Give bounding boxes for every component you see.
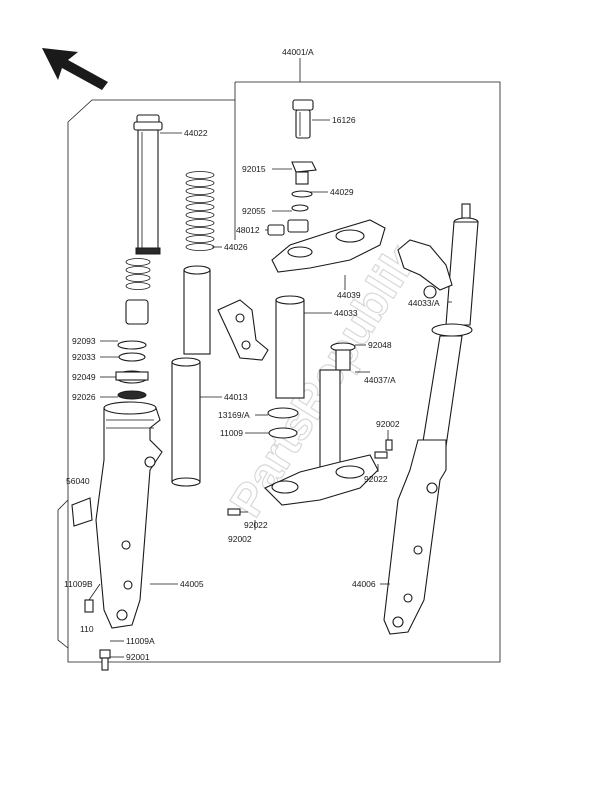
label-92022a: 92022 — [364, 474, 388, 484]
label-92049: 92049 — [72, 372, 96, 382]
label-13169A: 13169/A — [218, 410, 250, 420]
label-44013: 44013 — [224, 392, 248, 402]
label-92001: 92001 — [126, 652, 150, 662]
label-110: 110 — [80, 624, 94, 634]
left-fork-parts — [71, 114, 163, 671]
label-92033: 92033 — [72, 352, 96, 362]
leader-lines — [88, 119, 452, 658]
label-92015: 92015 — [242, 164, 266, 174]
label-92055: 92055 — [242, 206, 266, 216]
label-92002b: 92002 — [228, 534, 252, 544]
label-44022: 44022 — [184, 128, 208, 138]
spring-and-tubes — [171, 171, 215, 487]
label-11009A: 11009A — [126, 636, 155, 646]
label-92002a: 92002 — [376, 419, 400, 429]
label-44001A: 44001/A — [282, 47, 314, 57]
label-11009: 11009 — [220, 428, 243, 438]
label-44039: 44039 — [337, 290, 361, 300]
label-16126: 16126 — [332, 115, 356, 125]
label-44033: 44033 — [334, 308, 358, 318]
label-56040: 56040 — [66, 476, 90, 486]
label-44033A: 44033/A — [408, 298, 440, 308]
label-92026: 92026 — [72, 392, 96, 402]
label-92048: 92048 — [368, 340, 392, 350]
label-11009B: 11009B — [64, 579, 93, 589]
upper-bracket-assembly — [217, 99, 393, 516]
label-44037A: 44037/A — [364, 375, 396, 385]
label-44026: 44026 — [224, 242, 248, 252]
label-92022b: 92022 — [244, 520, 268, 530]
label-48012: 48012 — [236, 225, 260, 235]
label-44006: 44006 — [352, 579, 376, 589]
right-fork-assembly — [383, 203, 479, 635]
label-44005: 44005 — [180, 579, 204, 589]
group-frame — [57, 58, 501, 663]
label-92093: 92093 — [72, 336, 96, 346]
part-labels: 44001/A 16126 44022 92015 44029 92055 48… — [64, 47, 440, 662]
front-arrow-icon — [42, 48, 108, 90]
label-44029: 44029 — [330, 187, 354, 197]
